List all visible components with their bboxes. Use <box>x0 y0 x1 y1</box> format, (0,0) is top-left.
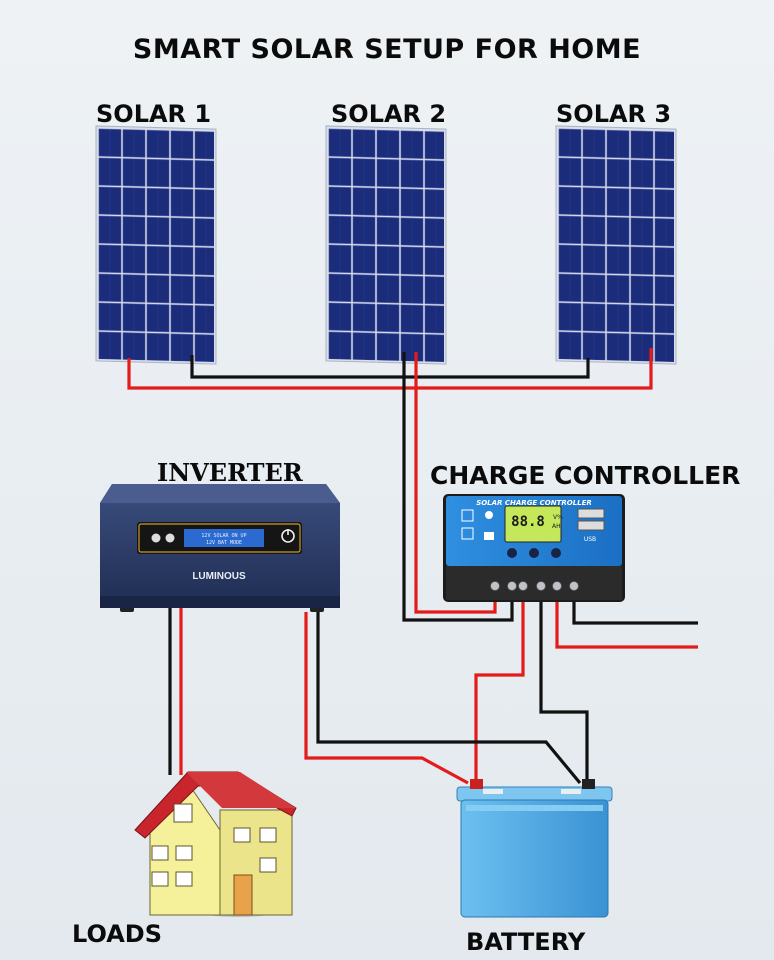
wire-panel-negative-to-controller <box>402 352 514 622</box>
solar-panel-2 <box>325 125 447 365</box>
wire-positive-bus <box>127 348 653 390</box>
inverter-lcd-line-1: 12V SOLAR ON UP <box>201 533 246 539</box>
solar-2-label: SOLAR 2 <box>331 100 447 128</box>
controller-lcd-unit-bottom: AH <box>552 523 561 530</box>
solar-panel-1 <box>95 125 217 365</box>
controller-lock-icon <box>484 532 494 540</box>
wiring <box>127 348 698 785</box>
inverter-button-icon <box>165 533 175 543</box>
controller-terminals <box>490 581 579 591</box>
inverter-button-icon <box>151 533 161 543</box>
loads-label: LOADS <box>72 920 162 948</box>
battery-negative-terminal <box>582 779 595 789</box>
controller-settings-icon <box>461 509 474 522</box>
wire-inverter-to-battery-positive <box>304 612 469 785</box>
controller-lcd-unit-top: V% <box>553 514 563 521</box>
inverter-label: INVERTER <box>157 458 303 487</box>
controller-button-icon <box>507 548 517 558</box>
battery <box>456 779 613 918</box>
inverter-brand: LUMINOUS <box>192 571 246 582</box>
controller-bulb-icon <box>461 527 474 540</box>
wire-controller-to-battery-positive <box>474 592 525 783</box>
inverter-lcd-line-2: 12V BAT MODE <box>206 540 242 546</box>
controller-lcd <box>504 505 562 543</box>
controller-header: SOLAR CHARGE CONTROLLER <box>476 499 592 507</box>
controller-button-icon <box>551 548 561 558</box>
wire-inverter-to-battery-negative <box>316 612 582 785</box>
battery-positive-terminal <box>470 779 483 789</box>
charge-controller-label: CHARGE CONTROLLER <box>430 461 741 490</box>
wire-load-out-positive <box>555 590 698 649</box>
house-loads <box>134 771 297 917</box>
house-door <box>233 874 253 916</box>
controller-lcd-value: 88.8 <box>511 514 545 530</box>
solar-panel-3 <box>555 125 677 365</box>
controller-button-icon <box>529 548 539 558</box>
inverter-lcd <box>184 529 264 547</box>
wire-controller-to-battery-negative <box>539 592 589 783</box>
solar-3-label: SOLAR 3 <box>556 100 672 128</box>
controller-usb-label: USB <box>584 536 596 543</box>
inverter: 12V SOLAR ON UP 12V BAT MODE LUMINOUS <box>100 484 340 612</box>
diagram-title: SMART SOLAR SETUP FOR HOME <box>132 34 642 65</box>
charge-controller: SOLAR CHARGE CONTROLLER 88.8 V% AH USB <box>443 494 625 602</box>
wire-negative-bus <box>190 355 590 379</box>
battery-label: BATTERY <box>466 928 586 956</box>
solar-1-label: SOLAR 1 <box>96 100 212 128</box>
controller-sun-icon <box>485 511 493 519</box>
